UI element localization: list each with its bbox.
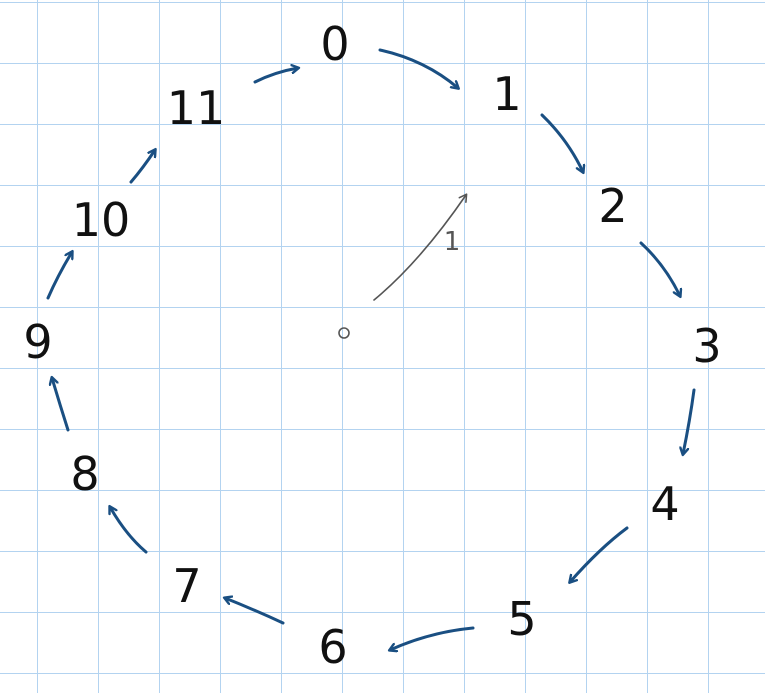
arrow-6-to-7 <box>225 598 285 625</box>
node-label-11: 11 <box>167 81 226 135</box>
arrow-9-to-10 <box>46 252 72 300</box>
arrow-11-to-0 <box>253 68 298 84</box>
node-label-10: 10 <box>72 193 131 247</box>
arrow-7-to-8 <box>110 507 148 554</box>
arrow-8-to-9 <box>52 378 70 432</box>
node-label-9: 9 <box>23 315 52 369</box>
node-label-1: 1 <box>492 67 521 121</box>
arrow-4-to-5 <box>570 526 629 582</box>
node-label-3: 3 <box>692 319 721 373</box>
center-point <box>338 327 350 339</box>
arrow-3-to-4 <box>683 388 696 454</box>
node-label-7: 7 <box>172 559 201 613</box>
node-label-5: 5 <box>507 592 536 646</box>
arrow-2-to-3 <box>639 241 680 296</box>
node-label-2: 2 <box>598 179 627 233</box>
arrow-5-to-6 <box>390 626 475 650</box>
node-label-6: 6 <box>318 620 347 674</box>
arrow-10-to-11 <box>129 150 155 184</box>
center-arrow-label: 1 <box>444 227 461 257</box>
node-label-8: 8 <box>70 447 99 501</box>
arrow-1-to-2 <box>540 113 583 172</box>
center-arrow <box>373 193 468 301</box>
node-label-0: 0 <box>320 17 349 71</box>
node-label-4: 4 <box>650 477 679 531</box>
arrow-0-to-1 <box>378 48 458 88</box>
